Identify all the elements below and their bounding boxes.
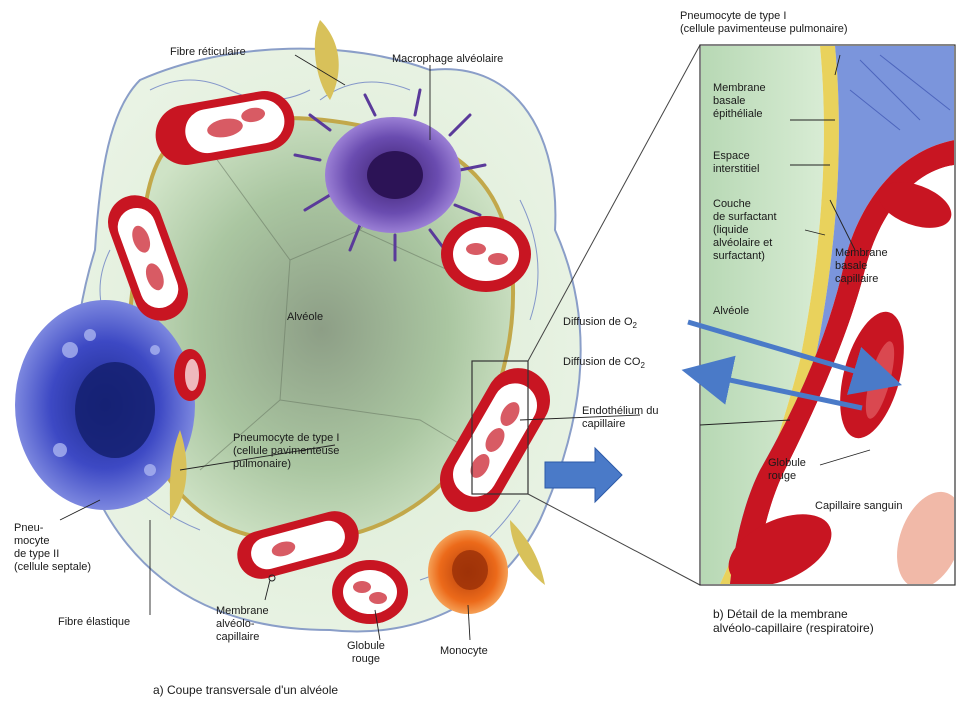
label-membrane-basale-cap: Membrane basale capillaire (835, 247, 888, 286)
label-pneumocyte-i-detail: Pneumocyte de type I (cellule pavimenteu… (680, 10, 848, 36)
label-pneumocyte-ii: Pneu- mocyte de type II (cellule septale… (14, 522, 91, 574)
detail-panel (700, 45, 961, 600)
label-membrane-alveolo: Membrane alvéolo- capillaire (216, 605, 269, 644)
label-espace-interstitiel: Espace interstitiel (713, 150, 759, 176)
label-globule-rouge: Globule rouge (347, 640, 385, 666)
label-fibre-reticulaire: Fibre réticulaire (170, 46, 246, 59)
caption-b: b) Détail de la membrane alvéolo-capilla… (713, 607, 874, 635)
label-membrane-basale-epi: Membrane basale épithéliale (713, 82, 766, 121)
label-diffusion-o2: Diffusion de O2 (563, 316, 637, 332)
label-alveole: Alvéole (287, 311, 323, 324)
label-endothelium: Endothélium du capillaire (582, 405, 658, 431)
label-globule-rouge-detail: Globule rouge (768, 457, 806, 483)
label-capillaire-sanguin: Capillaire sanguin (815, 500, 902, 513)
monocyte-cell (428, 530, 508, 614)
label-couche-surfactant: Couche de surfactant (liquide alvéolaire… (713, 198, 777, 263)
label-fibre-elastique: Fibre élastique (58, 616, 130, 629)
label-diffusion-co2: Diffusion de CO2 (563, 356, 645, 372)
label-monocyte: Monocyte (440, 645, 488, 658)
label-pneumocyte-i: Pneumocyte de type I (cellule pavimenteu… (233, 432, 339, 471)
label-alveole-detail: Alvéole (713, 305, 749, 318)
caption-a: a) Coupe transversale d'un alvéole (153, 683, 338, 697)
label-macrophage: Macrophage alvéolaire (392, 53, 503, 66)
